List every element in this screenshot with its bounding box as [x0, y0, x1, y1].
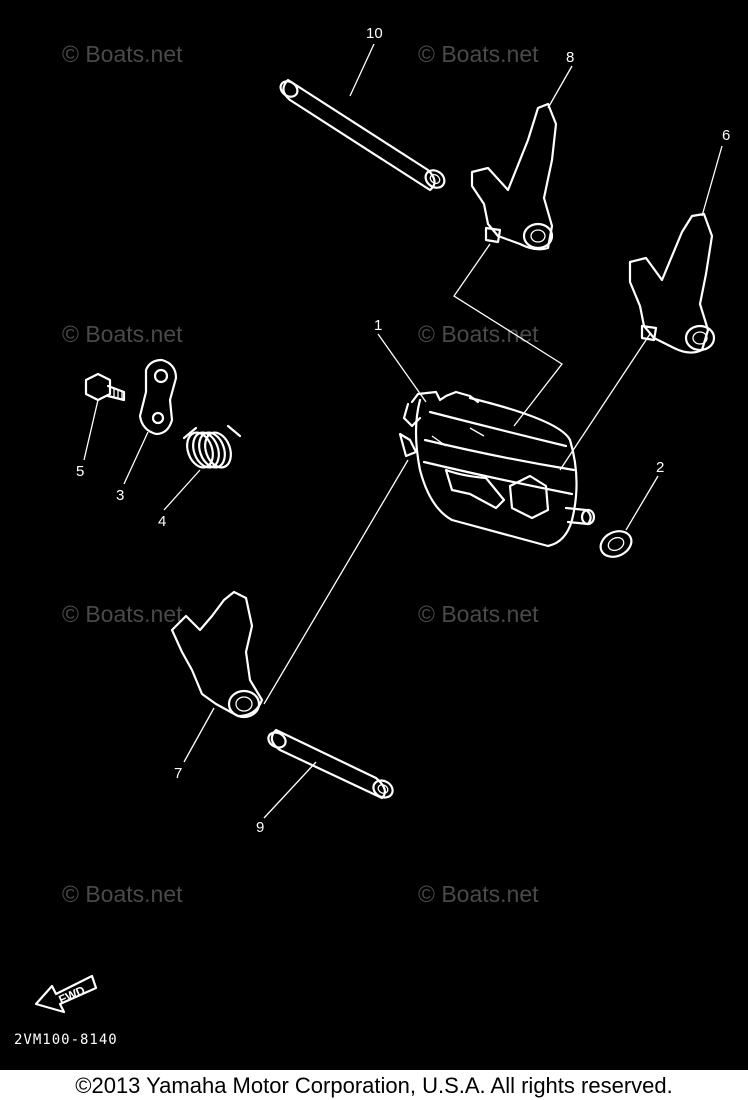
part-1-shift-drum[interactable]	[398, 390, 596, 548]
part-7-shift-fork[interactable]	[170, 590, 264, 719]
callout-3: 3	[116, 487, 124, 504]
part-3-stopper-lever[interactable]	[138, 358, 178, 436]
part-9-guide-bar[interactable]	[266, 728, 396, 801]
callout-7: 7	[174, 765, 182, 782]
watermark-5: © Boats.net	[62, 601, 183, 627]
diagram-code: 2VM100-8140	[14, 1032, 118, 1048]
part-5-bolt[interactable]	[84, 372, 126, 402]
fwd-arrow-icon: FWD	[34, 974, 98, 1014]
copyright-notice: ©2013 Yamaha Motor Corporation, U.S.A. A…	[75, 1073, 673, 1098]
callout-10: 10	[366, 25, 383, 42]
assembly-lines	[263, 243, 651, 705]
watermark-1: © Boats.net	[62, 41, 183, 67]
callout-1: 1	[374, 317, 382, 334]
parts-diagram: © Boats.net © Boats.net © Boats.net © Bo…	[14, 25, 730, 1048]
part-4-torsion-spring[interactable]	[182, 424, 242, 471]
part-8-shift-fork[interactable]	[470, 102, 558, 251]
callout-4: 4	[158, 513, 166, 530]
fwd-label: FWD	[57, 983, 88, 1007]
watermark-4: © Boats.net	[418, 321, 539, 347]
watermark-8: © Boats.net	[418, 881, 539, 907]
watermark-6: © Boats.net	[418, 601, 539, 627]
leader-lines	[83, 43, 723, 819]
callout-6: 6	[722, 127, 730, 144]
callout-2: 2	[656, 459, 664, 476]
callout-9: 9	[256, 819, 264, 836]
part-2-washer[interactable]	[596, 526, 635, 561]
watermark-2: © Boats.net	[418, 41, 539, 67]
watermark-3: © Boats.net	[62, 321, 183, 347]
parts-diagram-panel: © Boats.net © Boats.net © Boats.net © Bo…	[0, 0, 748, 1070]
part-6-shift-fork[interactable]	[628, 212, 716, 354]
part-10-guide-bar[interactable]	[278, 78, 448, 192]
callout-5: 5	[76, 463, 84, 480]
watermark-7: © Boats.net	[62, 881, 183, 907]
callout-8: 8	[566, 49, 574, 66]
